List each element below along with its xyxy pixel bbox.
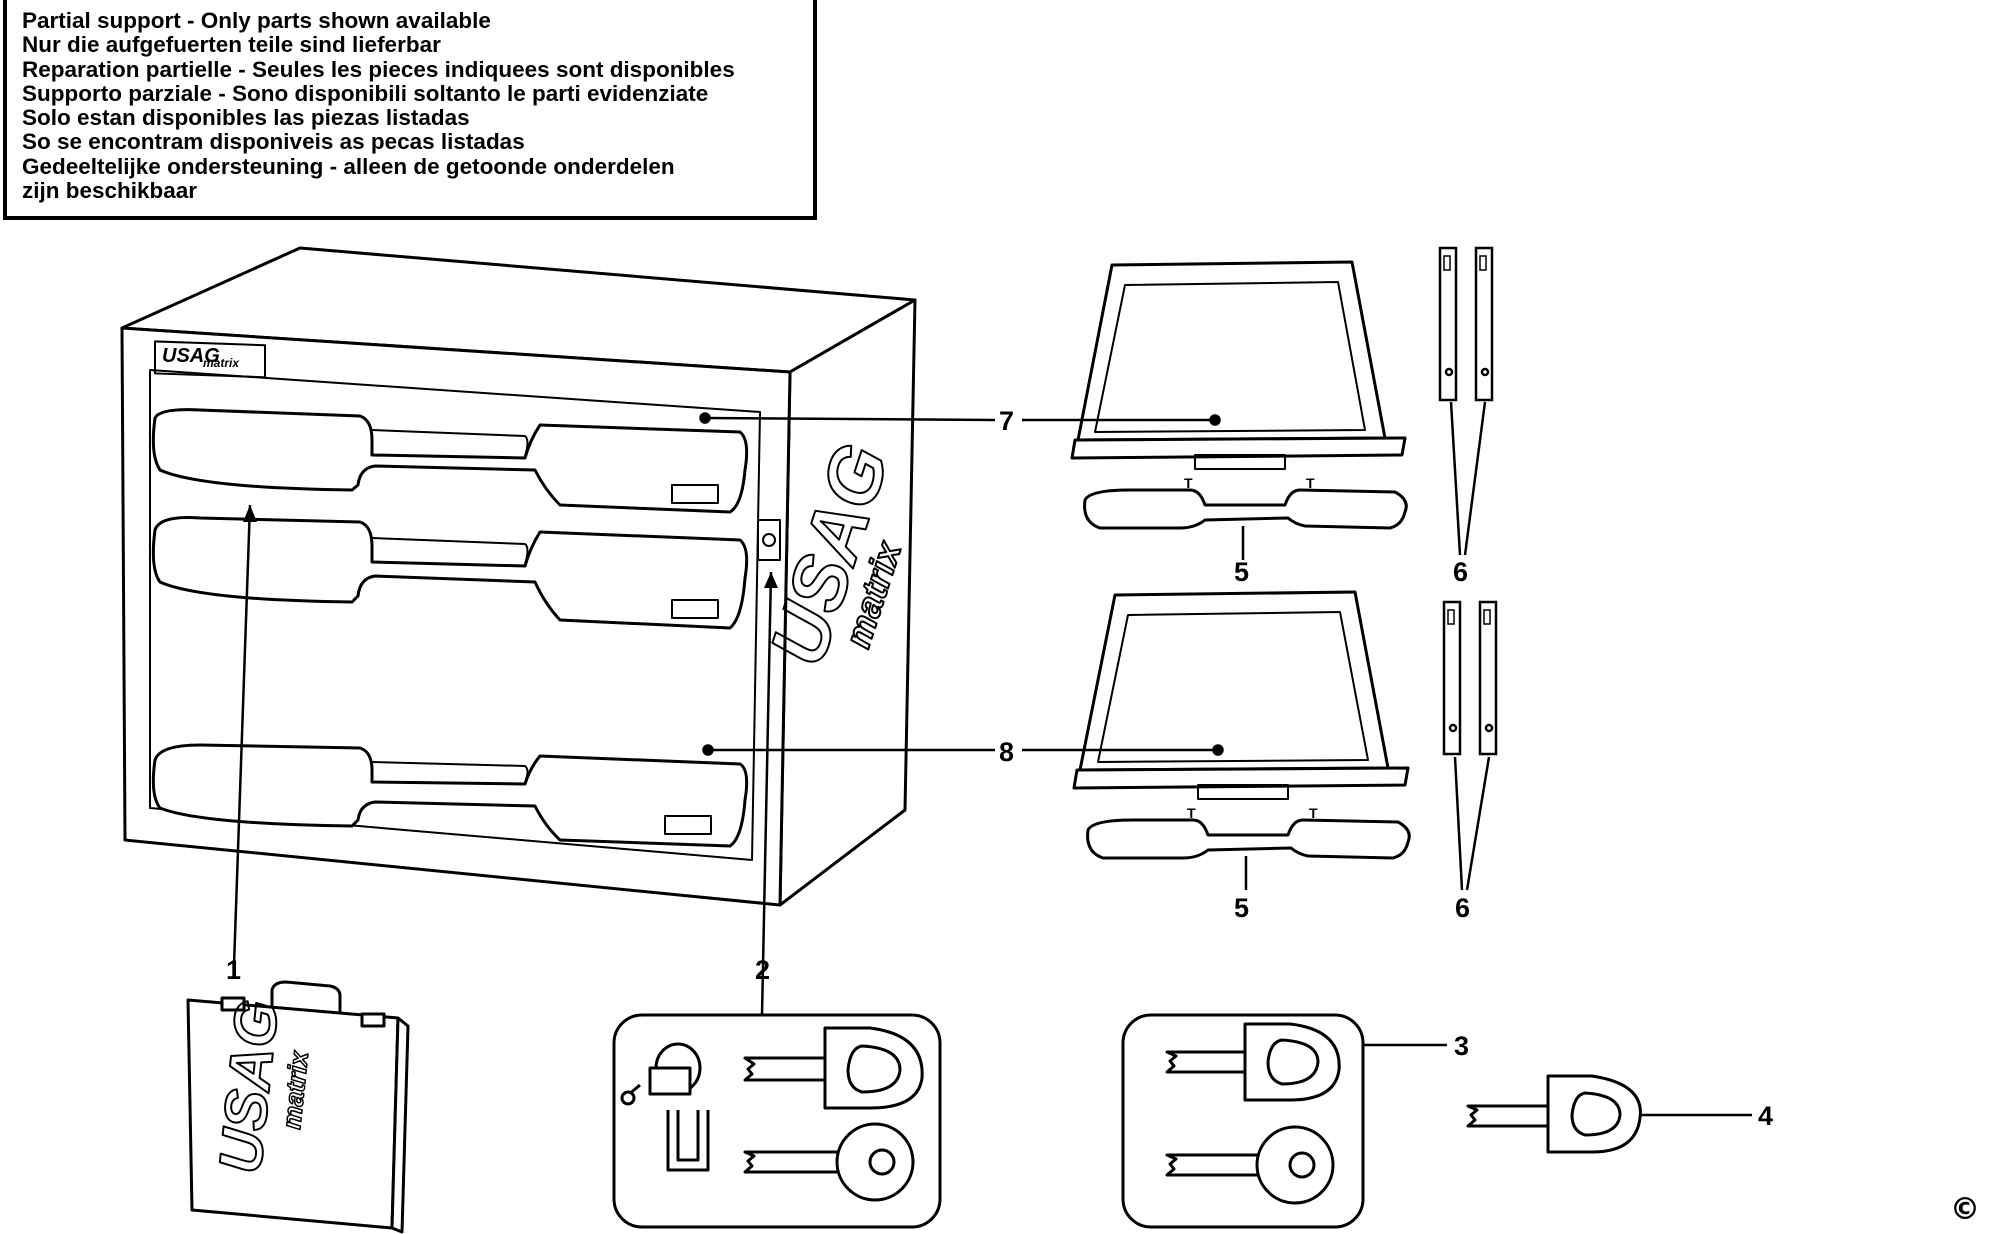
key-round-bottom (743, 1122, 915, 1202)
key-set-3 (1121, 1013, 1365, 1229)
notice-line-it: Supporto parziale - Sono disponibili sol… (22, 80, 709, 106)
svg-text:T: T (1309, 805, 1318, 821)
lock-clip (666, 1110, 710, 1172)
lock-kit-2 (612, 1013, 942, 1229)
callout-5-top: 5 (1234, 557, 1249, 587)
drawer-tray-7 (1070, 260, 1407, 470)
callout-4: 4 (1758, 1101, 1773, 1131)
tool-cabinet: USAG matrix USAG matrix (120, 246, 917, 907)
notice-line-fr: Reparation partielle - Seules les pieces… (22, 56, 735, 82)
callout-6-top: 6 (1453, 557, 1468, 587)
drawer-handle-5-bottom: T T (1086, 805, 1411, 860)
svg-text:T: T (1187, 805, 1196, 821)
svg-text:T: T (1184, 475, 1193, 491)
cabinet-lock (757, 519, 781, 561)
callout-2: 2 (755, 955, 770, 985)
cabinet-brand-sub: matrix (203, 356, 240, 370)
cabinet-drawer-2 (151, 516, 749, 630)
lock-cylinder (620, 1042, 702, 1106)
cabinet-brand-label: USAG (162, 345, 220, 367)
callout-6-bottom: 6 (1455, 893, 1470, 923)
cabinet-drawer-1 (151, 408, 749, 514)
cabinet-drawer-3 (151, 743, 749, 848)
callout-8: 8 (999, 737, 1014, 767)
key-round-set (1165, 1125, 1335, 1205)
key-shield-set (1165, 1022, 1341, 1102)
svg-text:T: T (1306, 475, 1315, 491)
callout-7: 7 (999, 406, 1014, 436)
drawer-tray-8 (1072, 590, 1410, 800)
notice-line-es: Solo estan disponibles las piezas listad… (22, 105, 470, 131)
notice-line-nl: Gedeeltelijke ondersteuning - alleen de … (22, 153, 675, 179)
key-shield-top (743, 1026, 924, 1110)
drawer-rails-6-bottom (1442, 600, 1498, 756)
notice-line-de: Nur die aufgefuerten teile sind lieferba… (22, 32, 441, 58)
copyright-symbol: © (1950, 1192, 1980, 1227)
callout-3: 3 (1454, 1031, 1469, 1061)
storage-case-1: USAG matrix (186, 980, 410, 1234)
callout-5-bottom: 5 (1234, 893, 1249, 923)
key-4 (1466, 1074, 1642, 1154)
notice-line-pt: So se encontram disponiveis as pecas lis… (22, 129, 525, 155)
drawer-rails-6-top (1438, 246, 1494, 402)
partial-support-notice: Partial support - Only parts shown avail… (3, 0, 817, 220)
notice-line-nl-2: zijn beschikbaar (22, 178, 198, 204)
drawer-handle-5-top: T T (1083, 475, 1408, 530)
callout-1: 1 (226, 955, 241, 985)
leader-lines (232, 401, 1752, 1117)
notice-line-en: Partial support - Only parts shown avail… (22, 8, 491, 33)
